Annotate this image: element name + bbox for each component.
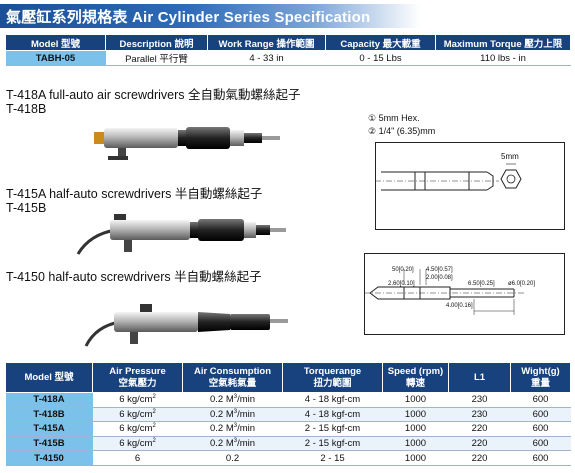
title-gradient xyxy=(0,4,420,28)
torque-cell: 4 - 18 kgf-cm xyxy=(282,392,383,408)
spec-model-cell: TABH-05 xyxy=(5,50,106,66)
weight-cell: 600 xyxy=(510,450,571,466)
tool-3-title: T-4150 half-auto screwdrivers 半自動螺絲起子 xyxy=(6,270,262,284)
spec-header: Capacity 最大載重 xyxy=(325,34,436,51)
header-model: Model 型號 xyxy=(5,362,93,393)
tool-2-subtitle: T-415B xyxy=(6,201,47,215)
dim-label: 4.50[0.57] xyxy=(426,267,453,273)
spec-torque-cell: 110 lbs - in xyxy=(435,50,571,66)
note-quarter-inch: ② 1/4" (6.35)mm xyxy=(368,126,436,136)
model-cell: T-415A xyxy=(5,421,93,437)
quarter-bit-drawing xyxy=(364,253,565,335)
l1-cell: 230 xyxy=(448,407,511,423)
spec-header: Model 型號 xyxy=(5,34,106,51)
spec-capacity-cell: 0 - 15 Lbs xyxy=(325,50,436,66)
speed-cell: 1000 xyxy=(382,407,449,423)
spec-row: TABH-05 Parallel 平行臂 4 - 33 in 0 - 15 Lb… xyxy=(5,50,571,66)
dim-label: 50[0.20] xyxy=(392,267,414,273)
speed-cell: 1000 xyxy=(382,421,449,437)
pressure-cell: 6 kg/cm2 xyxy=(92,436,183,452)
tool-2-label: T-415A half-auto screwdrivers 半自動螺絲起子 T-… xyxy=(6,187,262,215)
consumption-cell: 0.2 M3/min xyxy=(182,407,283,423)
table-row: T-418B 6 kg/cm2 0.2 M3/min 4 - 18 kgf-cm… xyxy=(5,407,571,423)
l1-cell: 220 xyxy=(448,436,511,452)
spec-table: Model 型號 Description 說明 Work Range 操作範圍 … xyxy=(5,34,571,66)
weight-cell: 600 xyxy=(510,436,571,452)
spec-header: Maximum Torque 壓力上限 xyxy=(435,34,571,51)
page-title: 氣壓缸系列規格表 Air Cylinder Series Specificati… xyxy=(6,9,371,26)
table-row: T-4150 6 0.2 2 - 15 1000 220 600 xyxy=(5,450,571,466)
table-row: T-418A 6 kg/cm2 0.2 M3/min 4 - 18 kgf-cm… xyxy=(5,392,571,408)
dim-label: 2.60[0.10] xyxy=(388,281,415,287)
speed-cell: 1000 xyxy=(382,392,449,408)
header-weight: Wight(g)重量 xyxy=(510,362,571,393)
tool-1-label: T-418A full-auto air screwdrivers 全自動氣動螺… xyxy=(6,88,301,116)
table-row: T-415B 6 kg/cm2 0.2 M3/min 2 - 15 kgf-cm… xyxy=(5,436,571,452)
hex-bit-drawing xyxy=(375,142,565,230)
model-cell: T-418A xyxy=(5,392,93,408)
model-cell: T-415B xyxy=(5,436,93,452)
model-cell: T-4150 xyxy=(5,450,93,466)
tool-2-title: T-415A half-auto screwdrivers 半自動螺絲起子 xyxy=(6,187,263,201)
spec-header: Description 說明 xyxy=(105,34,208,51)
screwdriver-418-image xyxy=(94,127,280,160)
l1-cell: 220 xyxy=(448,421,511,437)
weight-cell: 600 xyxy=(510,421,571,437)
model-cell: T-418B xyxy=(5,407,93,423)
dim-label: 6.50[0.25] xyxy=(468,281,495,287)
speed-cell: 1000 xyxy=(382,436,449,452)
table-row: T-415A 6 kg/cm2 0.2 M3/min 2 - 15 kgf-cm… xyxy=(5,421,571,437)
torque-cell: 2 - 15 xyxy=(282,450,383,466)
spec-header: Work Range 操作範圍 xyxy=(207,34,326,51)
consumption-cell: 0.2 M3/min xyxy=(182,421,283,437)
torque-cell: 2 - 15 kgf-cm xyxy=(282,421,383,437)
dim-label: 2.00[0.08] xyxy=(426,275,453,281)
tool-1-subtitle: T-418B xyxy=(6,102,47,116)
weight-cell: 600 xyxy=(510,392,571,408)
pressure-cell: 6 kg/cm2 xyxy=(92,421,183,437)
speed-cell: 1000 xyxy=(382,450,449,466)
torque-cell: 4 - 18 kgf-cm xyxy=(282,407,383,423)
dim-label: 4.00[0.16] xyxy=(446,303,473,309)
hex-bit-diagram: 5mm xyxy=(375,142,565,235)
pressure-cell: 6 kg/cm2 xyxy=(92,392,183,408)
weight-cell: 600 xyxy=(510,407,571,423)
spec-header-row: Model 型號 Description 說明 Work Range 操作範圍 … xyxy=(5,34,571,51)
spec-description-cell: Parallel 平行臂 xyxy=(105,50,208,66)
dim-label: ø6.0[0.20] xyxy=(508,281,536,287)
screwdriver-4150-image xyxy=(84,304,288,347)
torque-cell: 2 - 15 kgf-cm xyxy=(282,436,383,452)
title-bar: 氣壓缸系列規格表 Air Cylinder Series Specificati… xyxy=(0,4,575,30)
consumption-cell: 0.2 M3/min xyxy=(182,392,283,408)
l1-cell: 220 xyxy=(448,450,511,466)
note-hex: ① 5mm Hex. xyxy=(368,113,420,123)
tool-1-title: T-418A full-auto air screwdrivers 全自動氣動螺… xyxy=(6,88,301,102)
header-l1: L1 xyxy=(448,362,511,393)
screwdriver-415-image xyxy=(76,214,286,255)
hex-size-label: 5mm xyxy=(501,152,519,161)
pressure-cell: 6 xyxy=(92,450,183,466)
consumption-cell: 0.2 xyxy=(182,450,283,466)
header-speed: Speed (rpm)轉速 xyxy=(382,362,449,393)
l1-cell: 230 xyxy=(448,392,511,408)
spec-range-cell: 4 - 33 in xyxy=(207,50,326,66)
quarter-bit-diagram: 50[0.20] 2.60[0.10] 4.50[0.57] 2.00[0.08… xyxy=(364,253,565,340)
tool-3-label: T-4150 half-auto screwdrivers 半自動螺絲起子 xyxy=(6,270,262,284)
bit-notes: ① 5mm Hex. ② 1/4" (6.35)mm xyxy=(368,112,435,138)
consumption-cell: 0.2 M3/min xyxy=(182,436,283,452)
pressure-cell: 6 kg/cm2 xyxy=(92,407,183,423)
